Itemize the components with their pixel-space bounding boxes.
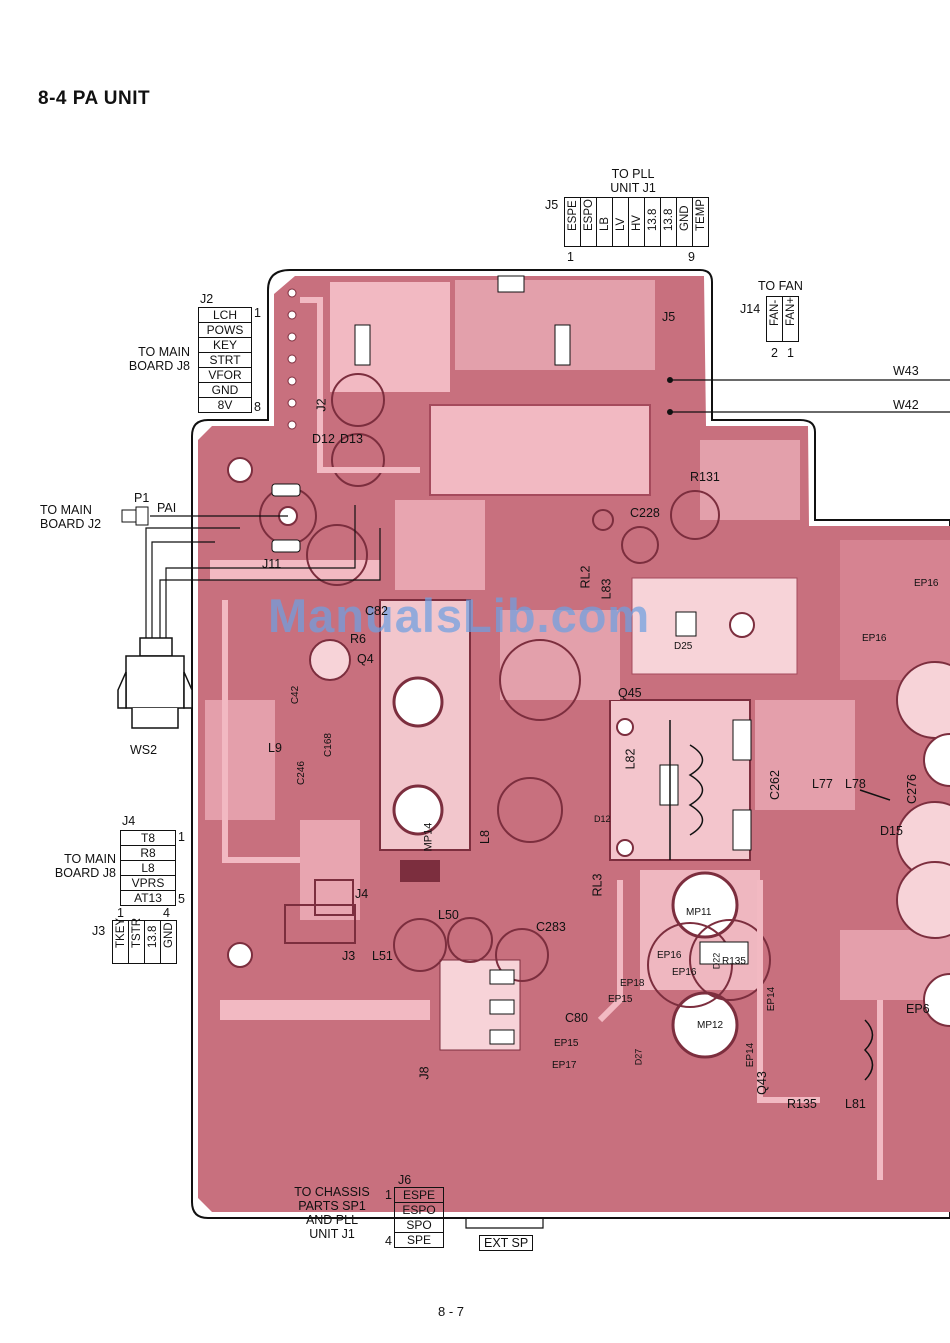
page-number: 8 - 7	[438, 1304, 465, 1319]
board-label-d12: D12	[312, 432, 335, 446]
board-outline	[191, 269, 950, 1219]
j14-pin-right: 1	[787, 346, 794, 360]
board-label-ep14: EP14	[766, 986, 778, 1012]
board-label-j3: J3	[342, 949, 356, 963]
board-label-q4: Q4	[357, 652, 374, 666]
j4-label: J4	[122, 814, 136, 828]
board-label-c262: C262	[767, 770, 782, 800]
board-label-c276: C276	[904, 774, 919, 804]
wire-w43-label: W43	[893, 364, 919, 378]
board-label-j8: J8	[417, 1066, 432, 1080]
j2-label: J2	[200, 292, 214, 306]
board-label-ep6: EP6	[906, 1002, 930, 1016]
board-label-l50: L50	[438, 908, 459, 922]
board-label-l83: L83	[599, 578, 614, 600]
board-label-q45: Q45	[618, 686, 642, 700]
ws2-label: WS2	[130, 743, 158, 757]
board-label-l78: L78	[845, 777, 866, 791]
j3-label: J3	[92, 924, 106, 938]
j14-pin-left: 2	[771, 346, 778, 360]
page-title: 8-4 PA UNIT	[38, 88, 151, 109]
j2-pin-first: 1	[254, 306, 261, 320]
board-label-c80: C80	[565, 1011, 588, 1025]
j6-pin-first: 1	[385, 1188, 392, 1202]
board-label-ep16b: EP16	[672, 967, 697, 978]
j2-pin-last: 8	[254, 400, 261, 414]
j5-pin-last: 9	[688, 250, 695, 264]
board-label-d13: D13	[340, 432, 363, 446]
board-label-d25: D25	[674, 641, 693, 652]
p1-label: P1	[134, 491, 150, 505]
board-label-r6: R6	[350, 632, 366, 646]
j6-label: J6	[398, 1173, 412, 1187]
board-label-l77: L77	[812, 777, 833, 791]
board-label-rl3: RL3	[590, 873, 605, 897]
board-label-mp14: MP14	[422, 822, 435, 852]
j4-pin-last: 5	[178, 892, 185, 906]
board-label-ep18: EP18	[620, 978, 645, 989]
board-label-j2: J2	[314, 398, 329, 412]
board-label-j5: J5	[662, 310, 676, 324]
j14-label: J14	[740, 302, 761, 316]
board-label-ep16a: EP16	[657, 950, 682, 961]
board-label-d27: D27	[633, 1048, 644, 1066]
board-label-q43: Q43	[754, 1071, 769, 1095]
board-label-c82: C82	[365, 604, 388, 618]
j14-destination-label: TO FAN	[758, 279, 803, 293]
board-label-ep17: EP17	[552, 1060, 577, 1071]
j5-label: J5	[545, 198, 559, 212]
j14-pin-table: FAN-FAN+	[766, 296, 799, 342]
j5-pin-first: 1	[567, 250, 574, 264]
j6-pin-last: 4	[385, 1234, 392, 1248]
board-label-r135: R135	[722, 956, 746, 967]
watermark-text: ManualsLib.com	[268, 589, 651, 642]
board-label-c283: C283	[536, 920, 566, 934]
board-label-rl2: RL2	[578, 565, 593, 589]
ext-sp-label: EXT SP	[479, 1235, 534, 1251]
p1-signal-label: PAI	[157, 501, 177, 515]
board-label-l51: L51	[372, 949, 393, 963]
board-label-ep15: EP15	[608, 994, 633, 1005]
j3-pin-first: 1	[117, 906, 124, 920]
board-label-mp11: MP11	[686, 907, 712, 918]
board-label-l81: L81	[845, 1097, 866, 1111]
j3-pin-last: 4	[163, 906, 170, 920]
board-label-l82: L82	[623, 748, 638, 770]
board-label-l8: L8	[477, 830, 492, 844]
board-label-ep16d: EP16	[862, 633, 887, 644]
board-label-r131: R131	[690, 470, 720, 484]
board-label-l9: L9	[268, 741, 282, 755]
board-label-d12b: D12	[594, 814, 611, 824]
board-label-j4: J4	[355, 887, 369, 901]
board-label-c228: C228	[630, 506, 660, 520]
board-label-c42: C42	[290, 685, 302, 705]
board-label-ep16c: EP16	[914, 578, 939, 589]
board-label-j11: J11	[262, 557, 282, 571]
board-label-c168: C168	[322, 733, 334, 757]
j4-pin-first: 1	[178, 830, 185, 844]
board-label-r135b: R135	[787, 1097, 817, 1111]
wire-w42-label: W42	[893, 398, 919, 412]
board-label-c246: C246	[295, 761, 307, 785]
board-label-mp12: MP12	[697, 1020, 724, 1031]
board-label-ep14b: EP14	[745, 1042, 757, 1068]
board-label-d15: D15	[880, 824, 903, 838]
board-label-ep15b: EP15	[554, 1038, 579, 1049]
